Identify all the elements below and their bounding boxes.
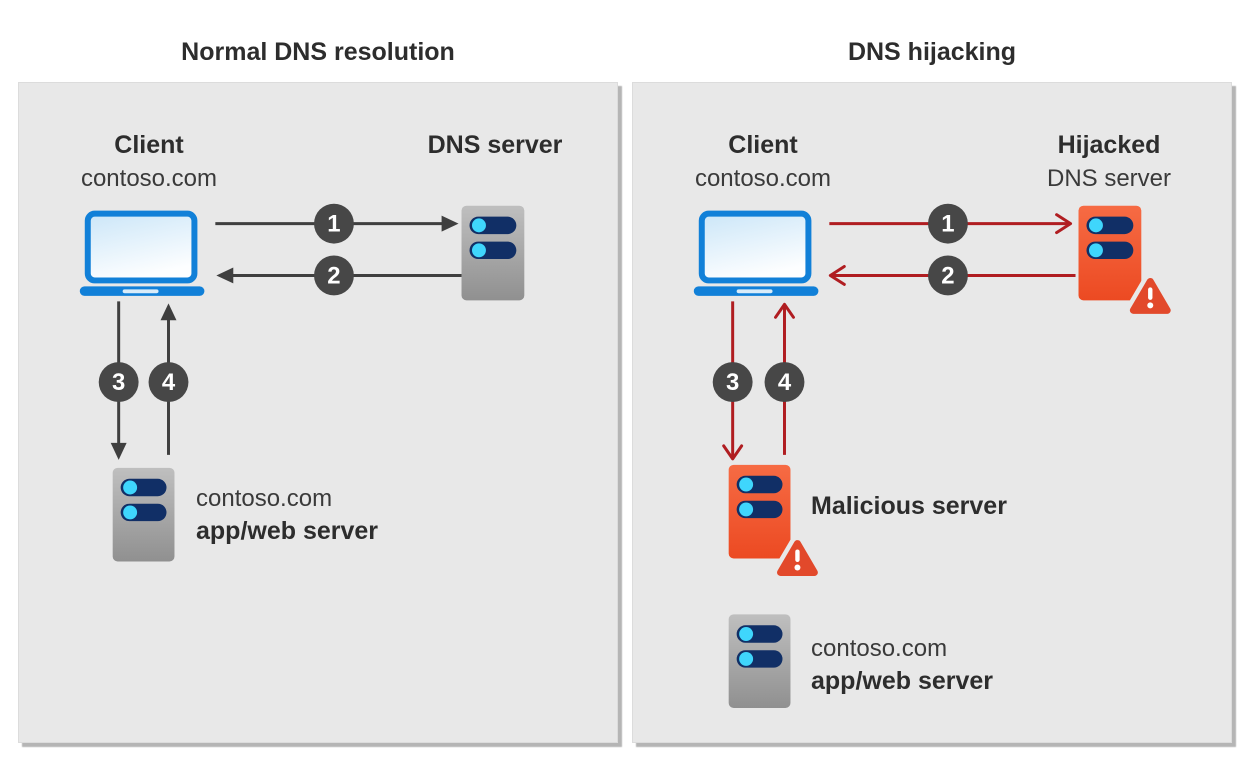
step-1-badge: 1 bbox=[314, 203, 354, 244]
app-server-label: contoso.com app/web server bbox=[196, 483, 378, 547]
dns-server-name: DNS server bbox=[1046, 165, 1172, 192]
dns-server-icon bbox=[461, 205, 525, 301]
hijacked-dns-server-icon bbox=[1078, 205, 1142, 301]
svg-text:2: 2 bbox=[941, 262, 954, 289]
laptop-icon bbox=[79, 210, 205, 296]
step-3-badge: 3 bbox=[98, 362, 139, 403]
svg-text:1: 1 bbox=[941, 211, 954, 238]
hijacked-dns-server-label: Hijacked DNS server bbox=[999, 129, 1219, 195]
svg-text:4: 4 bbox=[162, 369, 176, 396]
step-4-badge: 4 bbox=[148, 362, 189, 403]
step-2-badge: 2 bbox=[928, 255, 968, 296]
malicious-server-name: Malicious server bbox=[811, 492, 1007, 520]
dns-server-label: DNS server bbox=[385, 129, 605, 162]
client-name: Client bbox=[114, 131, 184, 159]
svg-text:3: 3 bbox=[726, 369, 739, 396]
app-server-icon bbox=[728, 614, 791, 709]
app-server-name: app/web server bbox=[811, 667, 994, 695]
client-domain: contoso.com bbox=[694, 165, 832, 192]
malicious-server-icon bbox=[728, 464, 791, 559]
panel-title-normal: Normal DNS resolution bbox=[181, 38, 455, 66]
panel-normal-dns: Client contoso.com DNS server contoso.co… bbox=[18, 82, 618, 743]
step-4-badge: 4 bbox=[764, 362, 805, 403]
client-label: Client contoso.com bbox=[39, 129, 259, 195]
step-2-badge: 2 bbox=[314, 255, 354, 296]
step-3-badge: 3 bbox=[712, 362, 753, 403]
diagram-normal-svg: 1 2 3 4 bbox=[79, 203, 525, 562]
malicious-server-label: Malicious server bbox=[811, 488, 1007, 524]
app-server-domain: contoso.com bbox=[196, 485, 333, 512]
dns-server-name: DNS server bbox=[427, 131, 563, 159]
app-server-domain: contoso.com bbox=[811, 635, 948, 662]
svg-text:3: 3 bbox=[112, 369, 125, 396]
app-server-icon bbox=[112, 467, 175, 562]
diagram-hijacking-svg: 1 2 3 4 bbox=[693, 203, 1176, 709]
hijacked-label: Hijacked bbox=[1057, 131, 1161, 159]
laptop-icon bbox=[693, 210, 819, 296]
step-1-badge: 1 bbox=[928, 203, 968, 244]
app-server-label: contoso.com app/web server bbox=[811, 633, 993, 697]
client-label: Client contoso.com bbox=[653, 129, 873, 195]
app-server-name: app/web server bbox=[196, 517, 379, 545]
warning-triangle-icon bbox=[1125, 273, 1176, 319]
svg-text:1: 1 bbox=[327, 211, 340, 238]
warning-triangle-icon bbox=[772, 535, 823, 581]
panel-dns-hijacking: Client contoso.com Hijacked DNS server M… bbox=[632, 82, 1232, 743]
svg-text:2: 2 bbox=[327, 262, 340, 289]
panel-title-hijacking: DNS hijacking bbox=[847, 38, 1017, 66]
client-name: Client bbox=[728, 131, 798, 159]
client-domain: contoso.com bbox=[80, 165, 218, 192]
svg-text:4: 4 bbox=[778, 369, 792, 396]
